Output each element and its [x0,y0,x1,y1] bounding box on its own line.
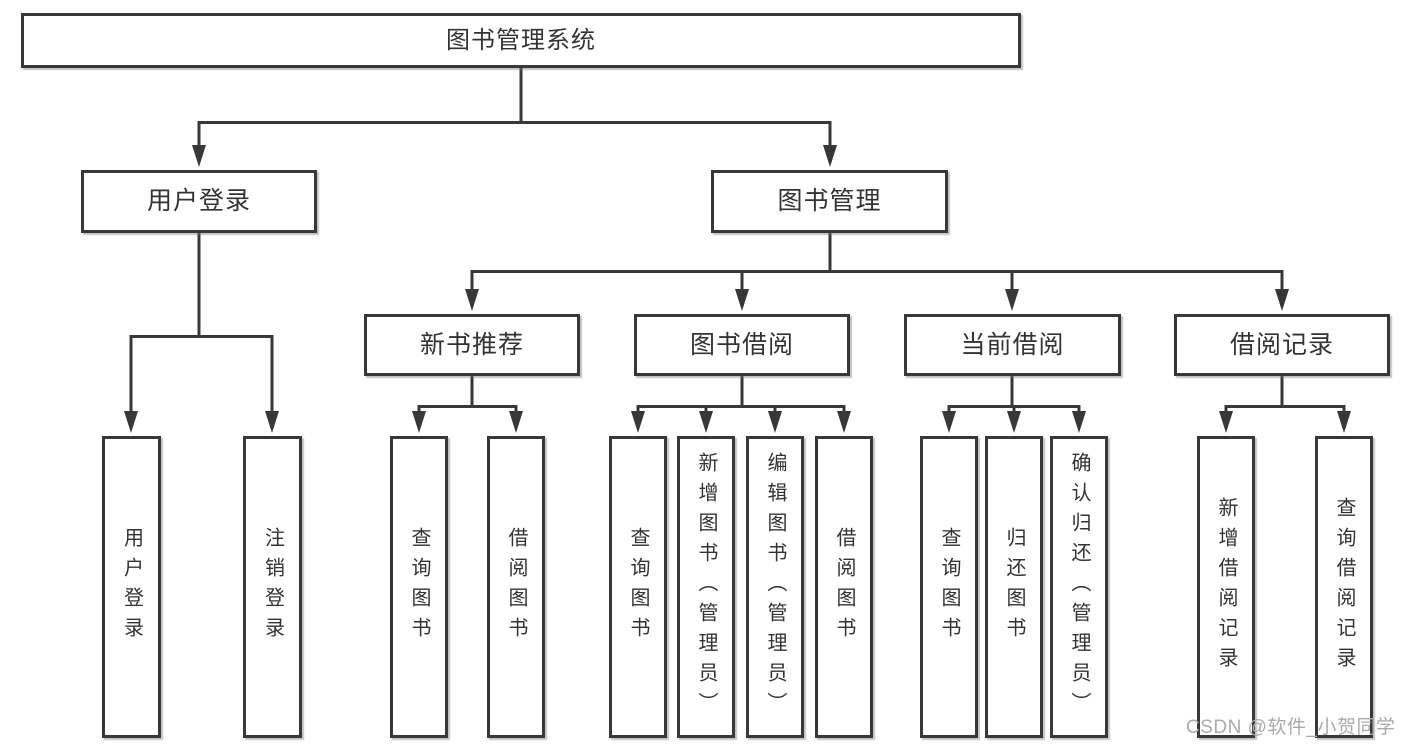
leaf-label: 确认归还（管理员） [1068,452,1090,722]
leaf-label: 借阅图书 [833,527,855,647]
leaf-logout: 注销登录 [243,436,302,738]
node-new-book-recommend: 新书推荐 [364,314,580,376]
leaf-query-books-current: 查询图书 [920,436,978,738]
node-label: 用户登录 [146,187,251,215]
leaf-confirm-return-admin: 确认归还（管理员） [1050,436,1108,738]
node-label: 新书推荐 [419,330,524,359]
leaf-label: 新增借阅记录 [1215,497,1237,677]
leaf-label: 注销登录 [261,527,284,647]
leaf-user-login: 用户登录 [102,436,161,738]
leaf-label: 新增图书（管理员） [695,452,717,722]
leaf-label: 查询借阅记录 [1333,497,1355,677]
leaf-label: 查询图书 [938,527,960,647]
node-user-login: 用户登录 [81,170,317,233]
node-borrow-records: 借阅记录 [1174,314,1390,376]
leaf-borrow-books-recommend: 借阅图书 [487,436,545,738]
leaf-label: 归还图书 [1003,527,1025,647]
leaf-return-books: 归还图书 [985,436,1043,738]
leaf-label: 用户登录 [120,527,143,647]
node-label: 图书借阅 [689,330,794,359]
node-label: 当前借阅 [960,330,1065,359]
watermark: CSDN @软件_小贺同学 [1186,717,1396,738]
leaf-query-books-recommend: 查询图书 [390,436,448,738]
leaf-label: 查询图书 [408,527,430,647]
leaf-query-books-borrow: 查询图书 [609,436,667,738]
node-book-borrow: 图书借阅 [634,314,850,376]
leaf-add-borrow-record: 新增借阅记录 [1197,436,1255,738]
node-current-borrow: 当前借阅 [904,314,1121,376]
leaf-borrow-books: 借阅图书 [815,436,873,738]
node-label: 图书管理 [777,187,882,215]
leaf-label: 查询图书 [627,527,649,647]
leaf-edit-books-admin: 编辑图书（管理员） [746,436,804,738]
node-label: 图书管理系统 [446,26,596,54]
leaf-add-books-admin: 新增图书（管理员） [677,436,735,738]
leaf-label: 借阅图书 [505,527,527,647]
node-library-management-system: 图书管理系统 [21,13,1021,68]
node-book-management: 图书管理 [711,170,948,233]
node-label: 借阅记录 [1229,330,1334,359]
leaf-label: 编辑图书（管理员） [764,452,786,722]
leaf-query-borrow-record: 查询借阅记录 [1315,436,1373,738]
